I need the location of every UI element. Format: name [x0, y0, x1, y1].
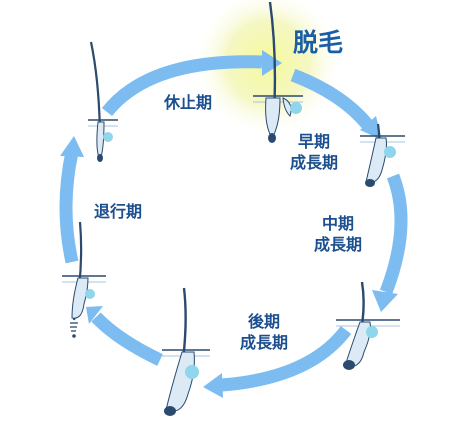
arrowhead-1 — [262, 50, 282, 76]
stage-label-early-growth-line-2: 成長期 — [290, 153, 339, 172]
stage-label-mid-growth: 中期 成長期 — [314, 213, 362, 255]
arrow-resting-to-shedding — [101, 55, 263, 117]
stage-label-regression-line-1: 退行期 — [94, 202, 143, 221]
arrow-shedding-to-early — [290, 68, 376, 133]
stage-label-mid-growth-line-1: 中期 — [322, 214, 355, 233]
follicle-shedding — [253, 1, 303, 143]
follicle-mid-growth — [336, 281, 400, 370]
cycle-arrowheads — [60, 50, 398, 398]
follicle-late-growth — [162, 287, 210, 416]
shedding-label: 脱毛 — [293, 28, 344, 57]
arrowhead-2 — [360, 116, 382, 140]
arrowhead-3 — [372, 290, 398, 312]
stage-label-regression: 退行期 — [94, 201, 142, 222]
stage-label-resting-line-1: 休止期 — [164, 93, 213, 112]
stage-label-mid-growth-line-2: 成長期 — [314, 235, 363, 254]
follicle-resting — [88, 41, 118, 162]
follicle-early-growth — [360, 123, 405, 187]
stage-label-late-growth-line-2: 成長期 — [240, 333, 289, 352]
arrow-mid-to-late — [221, 325, 352, 392]
follicle-regression — [62, 221, 106, 338]
cycle-arrows — [59, 55, 408, 392]
stage-label-early-growth-line-1: 早期 — [298, 132, 331, 151]
arrowhead-4 — [203, 373, 223, 398]
arrow-regression-to-resting — [59, 150, 79, 264]
stage-label-early-growth: 早期 成長期 — [290, 131, 338, 173]
arrow-early-to-mid — [379, 173, 408, 295]
stage-label-late-growth: 後期 成長期 — [240, 311, 288, 353]
arrowhead-5 — [86, 306, 103, 324]
stage-label-resting: 休止期 — [164, 92, 212, 113]
arrow-late-to-regression — [91, 312, 163, 366]
arrowhead-6 — [60, 136, 84, 157]
stage-label-late-growth-line-1: 後期 — [248, 312, 281, 331]
